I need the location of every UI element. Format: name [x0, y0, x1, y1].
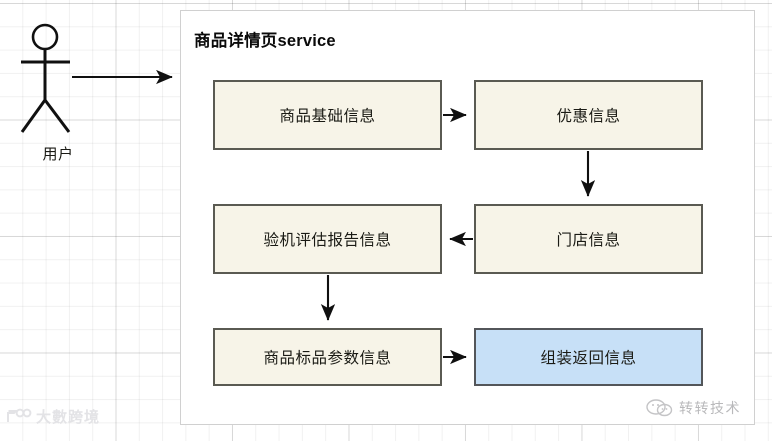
node-assembled-response-info[interactable]: 组装返回信息 [474, 328, 703, 386]
watermark-right: 转转技术 [645, 398, 741, 418]
page-title: 商品详情页service [194, 32, 336, 50]
watermark-left-text: 大數跨境 [36, 409, 101, 426]
actor-stick-figure-icon [20, 23, 71, 133]
node-standard-product-param-info[interactable]: 商品标品参数信息 [213, 328, 442, 386]
node-product-basic-info[interactable]: 商品基础信息 [213, 80, 442, 150]
watermark-left: 大數跨境 [6, 406, 100, 427]
watermark-right-text: 转转技术 [679, 400, 741, 416]
camera-logo-icon [7, 408, 32, 422]
actor-label: 用户 [42, 146, 74, 163]
node-inspection-report-info[interactable]: 验机评估报告信息 [213, 204, 442, 274]
node-store-info[interactable]: 门店信息 [474, 204, 703, 274]
node-promotion-info[interactable]: 优惠信息 [474, 80, 703, 150]
wechat-logo-icon [646, 399, 673, 417]
